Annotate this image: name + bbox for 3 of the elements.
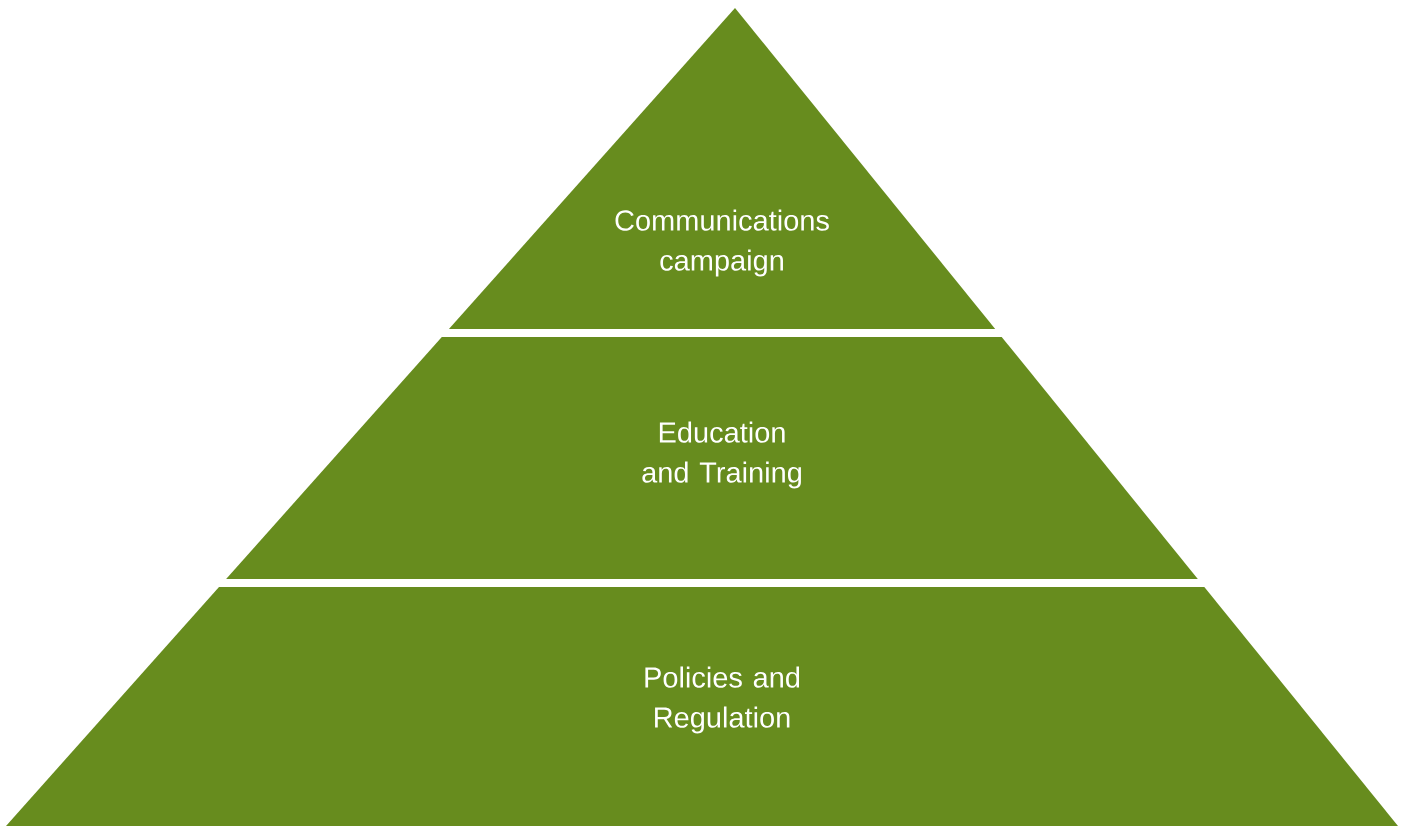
pyramid-level: Communications campaign bbox=[448, 8, 996, 329]
pyramid-level: Policies and Regulation bbox=[6, 587, 1398, 826]
pyramid-level: Education and Training bbox=[226, 337, 1198, 579]
